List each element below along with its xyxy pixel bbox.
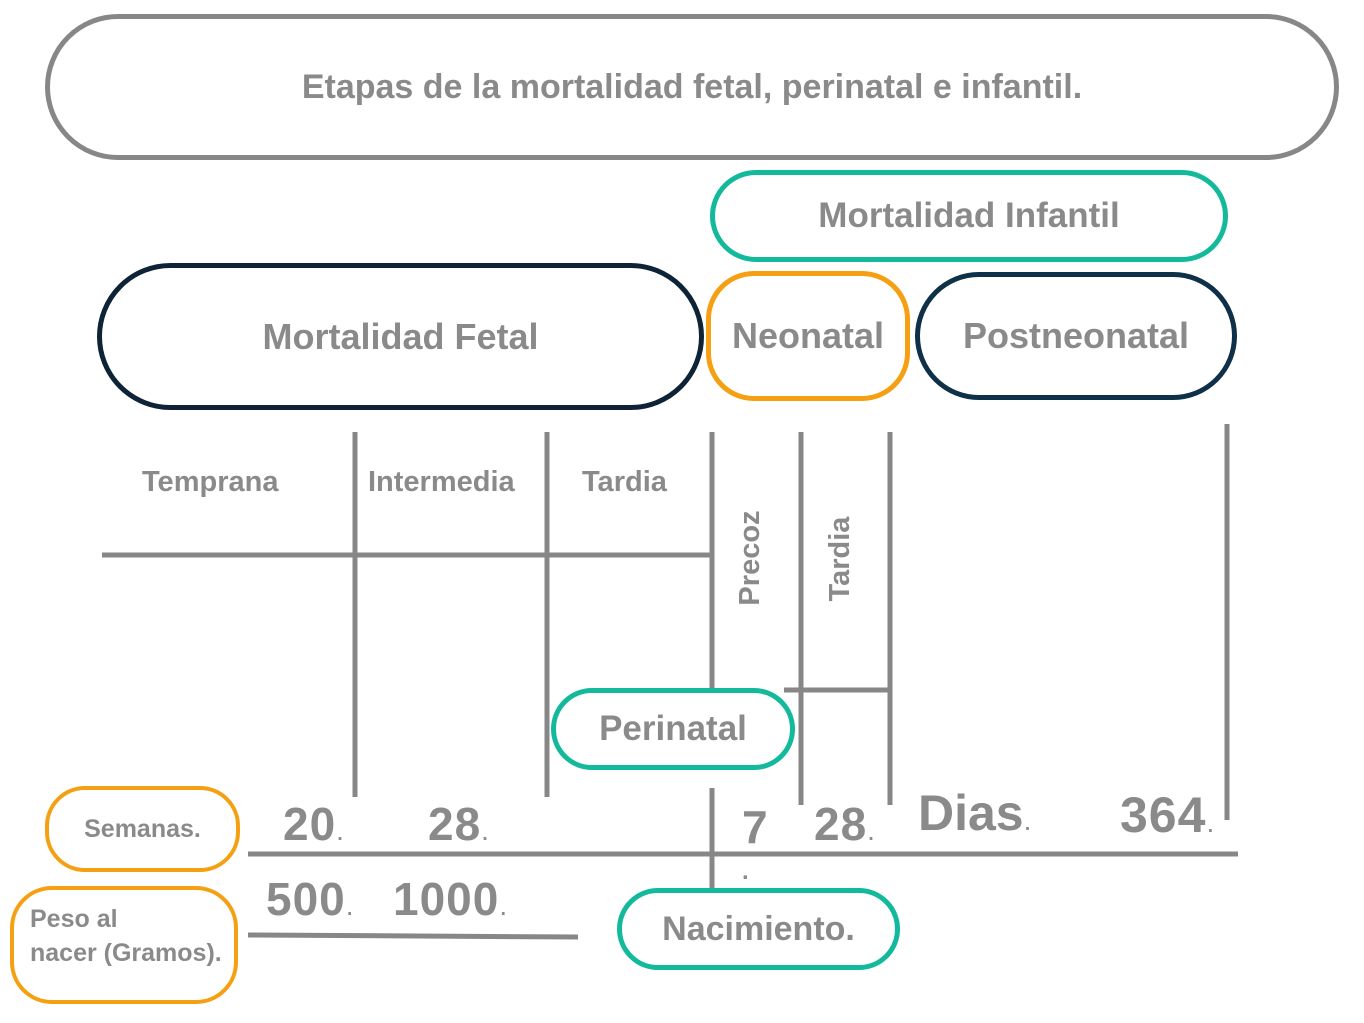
- peso-box: [10, 886, 238, 1004]
- perinatal-box: Perinatal: [551, 688, 795, 770]
- neonatal-box: Neonatal: [706, 271, 910, 401]
- peso-1000: 1000.: [393, 873, 508, 925]
- dias-7-dot: .: [742, 858, 750, 885]
- semanas-20: 20.: [283, 798, 344, 850]
- semanas-label: Semanas.: [84, 814, 201, 843]
- postneonatal-label: Postneonatal: [962, 315, 1190, 356]
- dias-364: 364.: [1120, 787, 1215, 843]
- dias-28: 28.: [814, 798, 875, 850]
- peso-label-line2: nacer (Gramos).: [30, 939, 222, 967]
- mortalidad-infantil-box: Mortalidad Infantil: [710, 170, 1228, 262]
- page-title: Etapas de la mortalidad fetal, perinatal…: [301, 67, 1083, 106]
- neonatal-label: Neonatal: [731, 315, 885, 356]
- semanas-box: Semanas.: [45, 786, 240, 872]
- postneonatal-box: Postneonatal: [915, 272, 1237, 400]
- mortalidad-infantil-label: Mortalidad Infantil: [818, 196, 1120, 235]
- stage-intermedia: Intermedia: [368, 466, 515, 498]
- peso-label-line1: Peso al: [30, 905, 118, 933]
- nacimiento-box: Nacimiento.: [617, 888, 900, 970]
- peso-baseline: [247, 932, 579, 940]
- nacimiento-label: Nacimiento.: [662, 909, 855, 948]
- stage-tardia-fetal: Tardia: [582, 466, 667, 498]
- stage-temprana: Temprana: [142, 466, 279, 498]
- peso-500: 500.: [266, 873, 354, 925]
- dias-label: Dias.: [918, 785, 1032, 841]
- dias-7: 7: [742, 801, 769, 853]
- semanas-28: 28.: [428, 798, 489, 850]
- title-box: Etapas de la mortalidad fetal, perinatal…: [45, 14, 1339, 160]
- mortalidad-fetal-box: Mortalidad Fetal: [97, 263, 704, 410]
- stage-tardia-neonatal: Tardia: [824, 516, 856, 602]
- mortalidad-fetal-label: Mortalidad Fetal: [262, 315, 539, 357]
- perinatal-label: Perinatal: [599, 709, 747, 748]
- stage-precoz: Precoz: [734, 510, 766, 606]
